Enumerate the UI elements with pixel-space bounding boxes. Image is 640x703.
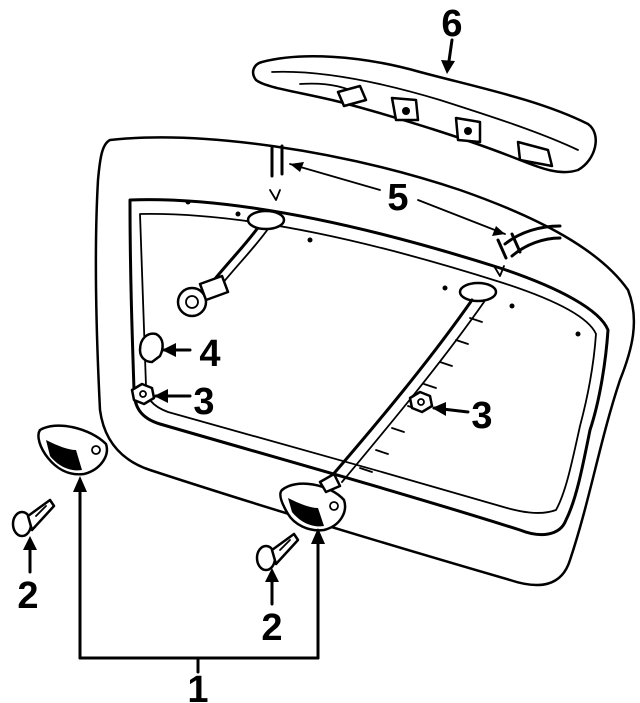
callout-6: 6 (441, 3, 462, 45)
part-3-nut-left (130, 382, 192, 406)
part-6-leader (441, 38, 455, 74)
left-bulb-socket (176, 274, 230, 318)
part-1-license-lamp-right (279, 472, 347, 532)
liftgate-frame (94, 136, 636, 587)
part-5-wiring-harness (176, 144, 562, 483)
part-4-bulb (138, 332, 192, 364)
part-3-nut-right (408, 390, 470, 416)
part-2-screw-left (11, 498, 56, 574)
callout-1: 1 (187, 669, 208, 703)
callout-2-right: 2 (261, 607, 282, 649)
callout-5: 5 (387, 177, 408, 219)
callout-3-right: 3 (471, 395, 492, 437)
part-1-license-lamp-left (37, 424, 109, 476)
part-1-leader (73, 476, 325, 674)
callout-3-left: 3 (193, 381, 214, 423)
part-2-screw-right (255, 532, 300, 606)
part-6-high-mount-lamp (251, 55, 597, 174)
callout-2-left: 2 (17, 575, 38, 617)
callout-4: 4 (199, 333, 220, 375)
